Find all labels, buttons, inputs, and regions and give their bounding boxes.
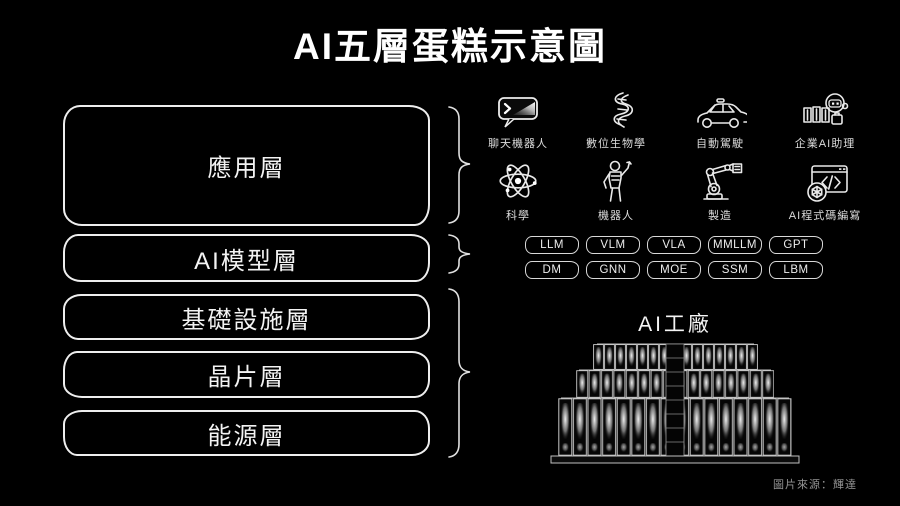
- chip-label: VLA: [662, 239, 686, 251]
- image-source-note: 圖片來源：輝達: [773, 479, 857, 491]
- app-item-label: 機器人: [598, 210, 634, 222]
- layer-label: 基礎設施層: [181, 306, 312, 334]
- model-chip-moe: MOE: [647, 261, 701, 279]
- humanoid-robot-icon: [594, 158, 638, 204]
- model-chip-dm: DM: [525, 261, 579, 279]
- dna-ribbon-icon: [594, 86, 638, 132]
- layer-label: 晶片層: [207, 364, 286, 391]
- model-chip-gnn: GNN: [586, 261, 640, 279]
- chip-label: DM: [542, 264, 562, 276]
- model-chip-ssm: SSM: [708, 261, 762, 279]
- chip-label: SSM: [721, 264, 749, 276]
- model-chip-vla: VLA: [647, 236, 701, 254]
- app-item-enterprise-ai-assistant: 企業AI助理: [776, 86, 874, 151]
- page-title: AI五層蛋糕示意圖: [293, 26, 607, 67]
- server-racks-illustration: [550, 343, 800, 464]
- app-item-label: AI程式碼編寫: [788, 210, 862, 222]
- app-item-ai-coding: AI程式碼編寫: [776, 158, 874, 223]
- brace-model-layer: [448, 234, 471, 274]
- layer-box-ai-model: AI模型層: [63, 234, 430, 282]
- factory-title: AI工廠: [638, 313, 712, 336]
- autonomous-car-icon: [693, 86, 747, 132]
- layer-label: 應用層: [207, 155, 286, 182]
- enterprise-ai-robot-icon: [798, 86, 852, 132]
- layer-box-chip: 晶片層: [63, 351, 430, 398]
- chip-label: VLM: [600, 239, 626, 251]
- layer-label: AI模型層: [194, 247, 299, 275]
- layer-label: 能源層: [207, 422, 286, 450]
- chip-label: GNN: [599, 264, 627, 276]
- layer-box-energy: 能源層: [63, 410, 430, 456]
- app-item-label: 製造: [708, 210, 732, 222]
- layer-box-application: 應用層: [63, 105, 430, 226]
- model-chip-gpt: GPT: [769, 236, 823, 254]
- robot-arm-icon: [696, 158, 744, 204]
- model-chip-llm: LLM: [525, 236, 579, 254]
- app-item-label: 科學: [506, 210, 530, 222]
- code-window-icon: [799, 158, 851, 204]
- model-chip-lbm: LBM: [769, 261, 823, 279]
- app-item-digital-biology: 數位生物學: [567, 86, 665, 151]
- chip-label: LBM: [783, 264, 809, 276]
- app-item-science: 科學: [469, 158, 567, 223]
- chip-label: MMLLM: [712, 239, 758, 251]
- layer-box-infrastructure: 基礎設施層: [63, 294, 430, 340]
- app-item-chatbot: 聊天機器人: [469, 86, 567, 151]
- chip-label: MOE: [660, 264, 688, 276]
- chip-label: LLM: [540, 239, 564, 251]
- model-chip-mmllm: MMLLM: [708, 236, 762, 254]
- app-item-label: 聊天機器人: [488, 138, 548, 150]
- model-chip-vlm: VLM: [586, 236, 640, 254]
- brace-application-layer: [448, 106, 471, 224]
- app-item-autonomous-driving: 自動駕駛: [671, 86, 769, 151]
- chat-bubble-icon: [494, 86, 542, 132]
- brace-factory-layers: [448, 288, 471, 458]
- chip-label: GPT: [783, 239, 809, 251]
- atom-icon: [495, 158, 541, 204]
- app-item-robot: 機器人: [567, 158, 665, 223]
- app-item-manufacturing: 製造: [671, 158, 769, 223]
- app-item-label: 數位生物學: [586, 138, 646, 150]
- app-item-label: 企業AI助理: [794, 138, 856, 150]
- app-item-label: 自動駕駛: [696, 138, 744, 150]
